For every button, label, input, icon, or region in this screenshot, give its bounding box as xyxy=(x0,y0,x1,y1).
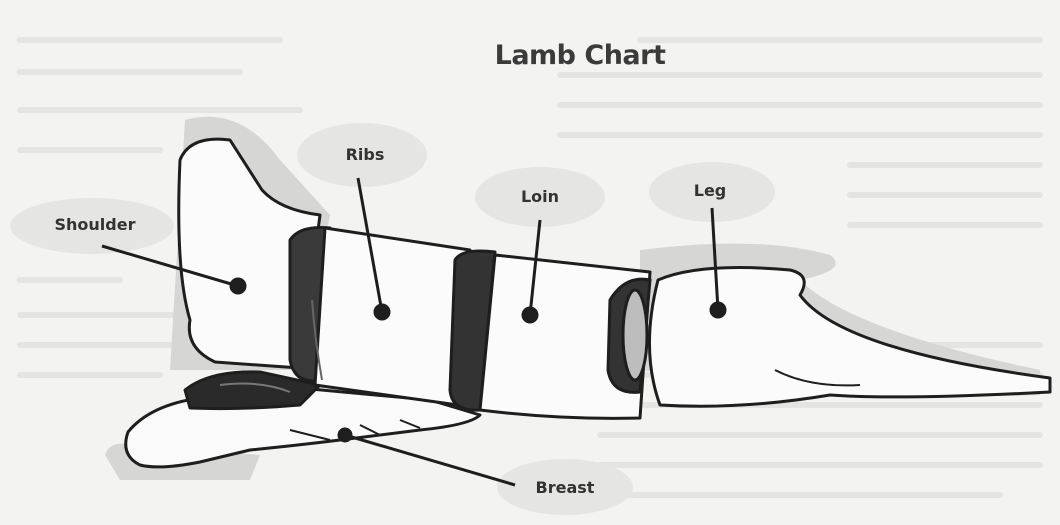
diagram-title: Lamb Chart xyxy=(430,40,730,71)
label-ribs: Ribs xyxy=(325,145,405,164)
leg-section-drawing xyxy=(649,268,1050,407)
label-leg: Leg xyxy=(680,181,740,200)
label-breast: Breast xyxy=(520,478,610,497)
label-loin: Loin xyxy=(505,187,575,206)
label-shoulder: Shoulder xyxy=(40,215,150,234)
